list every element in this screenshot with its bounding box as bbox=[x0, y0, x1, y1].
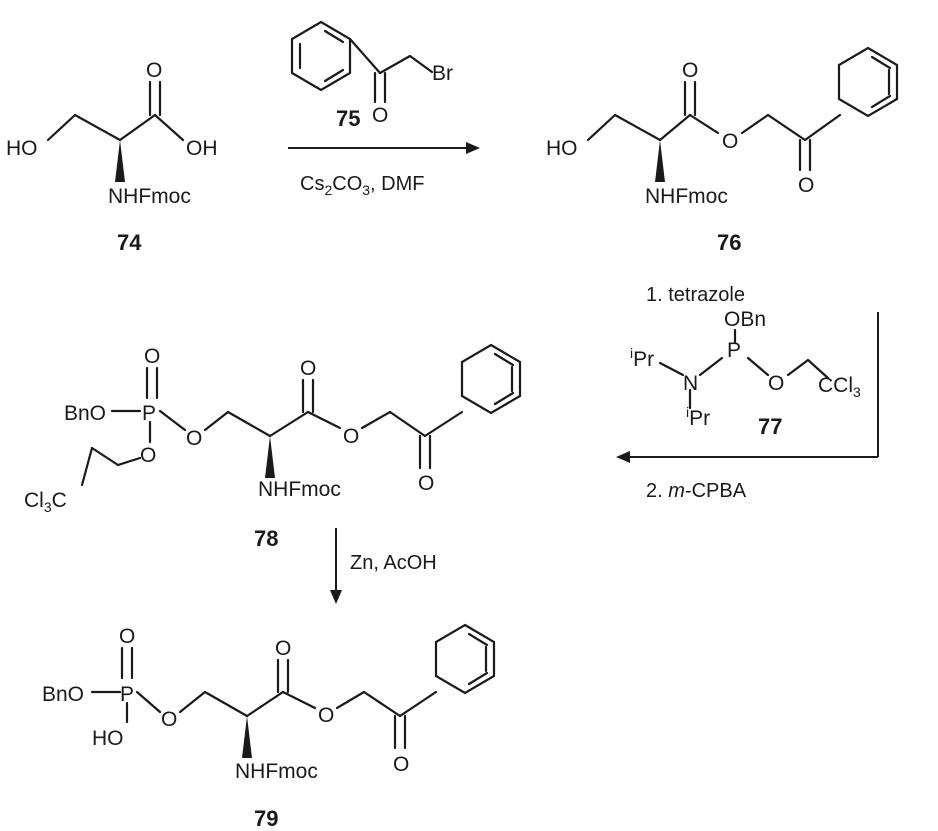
compound-76: HO O O O NHFmoc 76 bbox=[546, 46, 899, 255]
arrow-step2 bbox=[616, 312, 879, 463]
c76-amine: NHFmoc bbox=[645, 185, 728, 208]
c78-ester-o: O bbox=[343, 425, 359, 448]
compound-78: BnO P O O O O O O Cl3C NHFmoc 78 bbox=[24, 343, 522, 551]
c78-phosphorus: P bbox=[142, 402, 156, 425]
arrow-step3 bbox=[330, 528, 342, 604]
c76-ester-o: O bbox=[722, 130, 738, 153]
c75-bromine: Br bbox=[432, 62, 453, 85]
c79-ho: HO bbox=[92, 727, 124, 750]
step1-conditions: Cs2CO3, DMF bbox=[300, 173, 424, 198]
c78-amine: NHFmoc bbox=[258, 478, 341, 501]
c77-oxygen: O bbox=[768, 372, 784, 395]
c74-carbonyl-o: O bbox=[146, 59, 162, 82]
step3-conditions: Zn, AcOH bbox=[350, 552, 437, 574]
c77-ipr-top: iPr bbox=[630, 345, 654, 371]
c78-bno: BnO bbox=[64, 402, 106, 425]
c78-p-o-ethyl: O bbox=[140, 444, 156, 467]
c79-p-ester-o: O bbox=[161, 708, 177, 731]
c76-hydroxyl: HO bbox=[546, 137, 578, 160]
c79-p-oxo: O bbox=[119, 625, 135, 648]
c76-carbonyl-o: O bbox=[682, 59, 698, 82]
compound-74: HO O OH NHFmoc 74 bbox=[6, 59, 218, 255]
c78-label: 78 bbox=[254, 526, 278, 551]
c74-acid-oh: OH bbox=[186, 137, 218, 160]
c76-label: 76 bbox=[717, 230, 741, 255]
c76-ketone-o: O bbox=[798, 174, 814, 197]
c74-label: 74 bbox=[117, 230, 142, 255]
compound-75: Br O 75 bbox=[290, 20, 453, 131]
c79-ester-o: O bbox=[318, 704, 334, 727]
c78-p-oxo: O bbox=[144, 345, 160, 368]
c78-carbonyl-o: O bbox=[300, 357, 316, 380]
c79-carbonyl-o: O bbox=[275, 637, 291, 660]
c74-amine: NHFmoc bbox=[108, 185, 191, 208]
c75-carbonyl-o: O bbox=[372, 104, 388, 127]
c78-cl3c: Cl3C bbox=[24, 489, 67, 515]
c77-ipr-bottom: iPr bbox=[686, 404, 710, 430]
c75-label: 75 bbox=[336, 106, 360, 131]
compound-79: BnO P O O HO O O O NHFmoc 79 bbox=[42, 623, 496, 831]
step2-line1: 1. tetrazole bbox=[646, 284, 745, 306]
c77-ccl3: CCl3 bbox=[818, 374, 861, 400]
c77-label: 77 bbox=[758, 414, 782, 439]
c77-nitrogen: N bbox=[683, 372, 698, 395]
c77-phosphorus: P bbox=[727, 339, 741, 362]
c79-bno: BnO bbox=[42, 683, 84, 706]
step2-line2: 2. m-CPBA bbox=[646, 480, 747, 502]
arrow-step1 bbox=[288, 142, 480, 154]
compound-77: OBn P N O iPr iPr CCl3 77 bbox=[630, 308, 861, 439]
c79-label: 79 bbox=[254, 806, 278, 831]
c77-obn: OBn bbox=[724, 308, 766, 331]
c78-ketone-o: O bbox=[418, 472, 434, 495]
c79-phosphorus: P bbox=[120, 683, 134, 706]
c79-amine: NHFmoc bbox=[235, 760, 318, 783]
c78-p-ester-o: O bbox=[186, 427, 202, 450]
c74-hydroxyl: HO bbox=[6, 137, 38, 160]
c79-ketone-o: O bbox=[393, 753, 409, 776]
